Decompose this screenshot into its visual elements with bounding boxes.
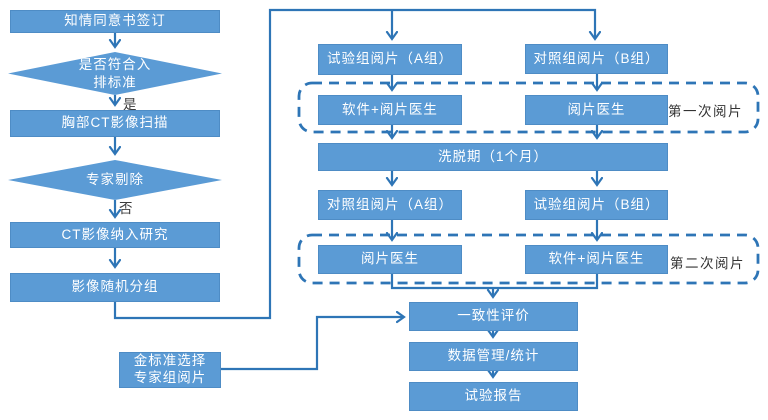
- node-consistency-evaluation: 一致性评价: [409, 302, 578, 331]
- node-trial-report: 试验报告: [409, 382, 578, 411]
- node-ct-scan: 胸部CT影像扫描: [10, 110, 220, 137]
- region-first-reading: [297, 81, 760, 134]
- label-first-reading: 第一次阅片: [668, 104, 743, 119]
- connector-goldstandard-to-consistency: [221, 317, 404, 371]
- node-round2-group-b: 试验组阅片（B组）: [525, 190, 668, 220]
- node-round1-reader-b: 阅片医生: [525, 95, 668, 125]
- node-round1-group-a: 试验组阅片（A组）: [318, 44, 462, 75]
- node-round1-reader-a: 软件+阅片医生: [318, 95, 462, 125]
- connector-round2-merge: [390, 274, 599, 290]
- node-consent: 知情同意书签订: [10, 10, 220, 33]
- node-gold-standard: 金标准选择专家组阅片: [119, 352, 221, 388]
- region-second-reading: [297, 233, 760, 285]
- label-no: 否: [119, 201, 134, 216]
- node-ct-included: CT影像纳入研究: [10, 222, 220, 248]
- decision-criteria-label: 是否符合入排标准: [78, 56, 152, 90]
- node-washout: 洗脱期（1个月）: [318, 143, 668, 171]
- decision-expert-exclusion-label: 专家剔除: [86, 172, 144, 188]
- node-randomization: 影像随机分组: [10, 273, 220, 302]
- node-round2-reader-a: 阅片医生: [318, 245, 462, 274]
- node-round1-group-b: 对照组阅片（B组）: [525, 44, 668, 74]
- node-round2-reader-b: 软件+阅片医生: [525, 245, 668, 274]
- label-yes: 是: [123, 97, 138, 112]
- node-round2-group-a: 对照组阅片（A组）: [318, 190, 462, 220]
- label-second-reading: 第二次阅片: [670, 256, 745, 271]
- connector-randomization-trunk: [113, 8, 595, 320]
- node-data-management: 数据管理/统计: [409, 342, 578, 371]
